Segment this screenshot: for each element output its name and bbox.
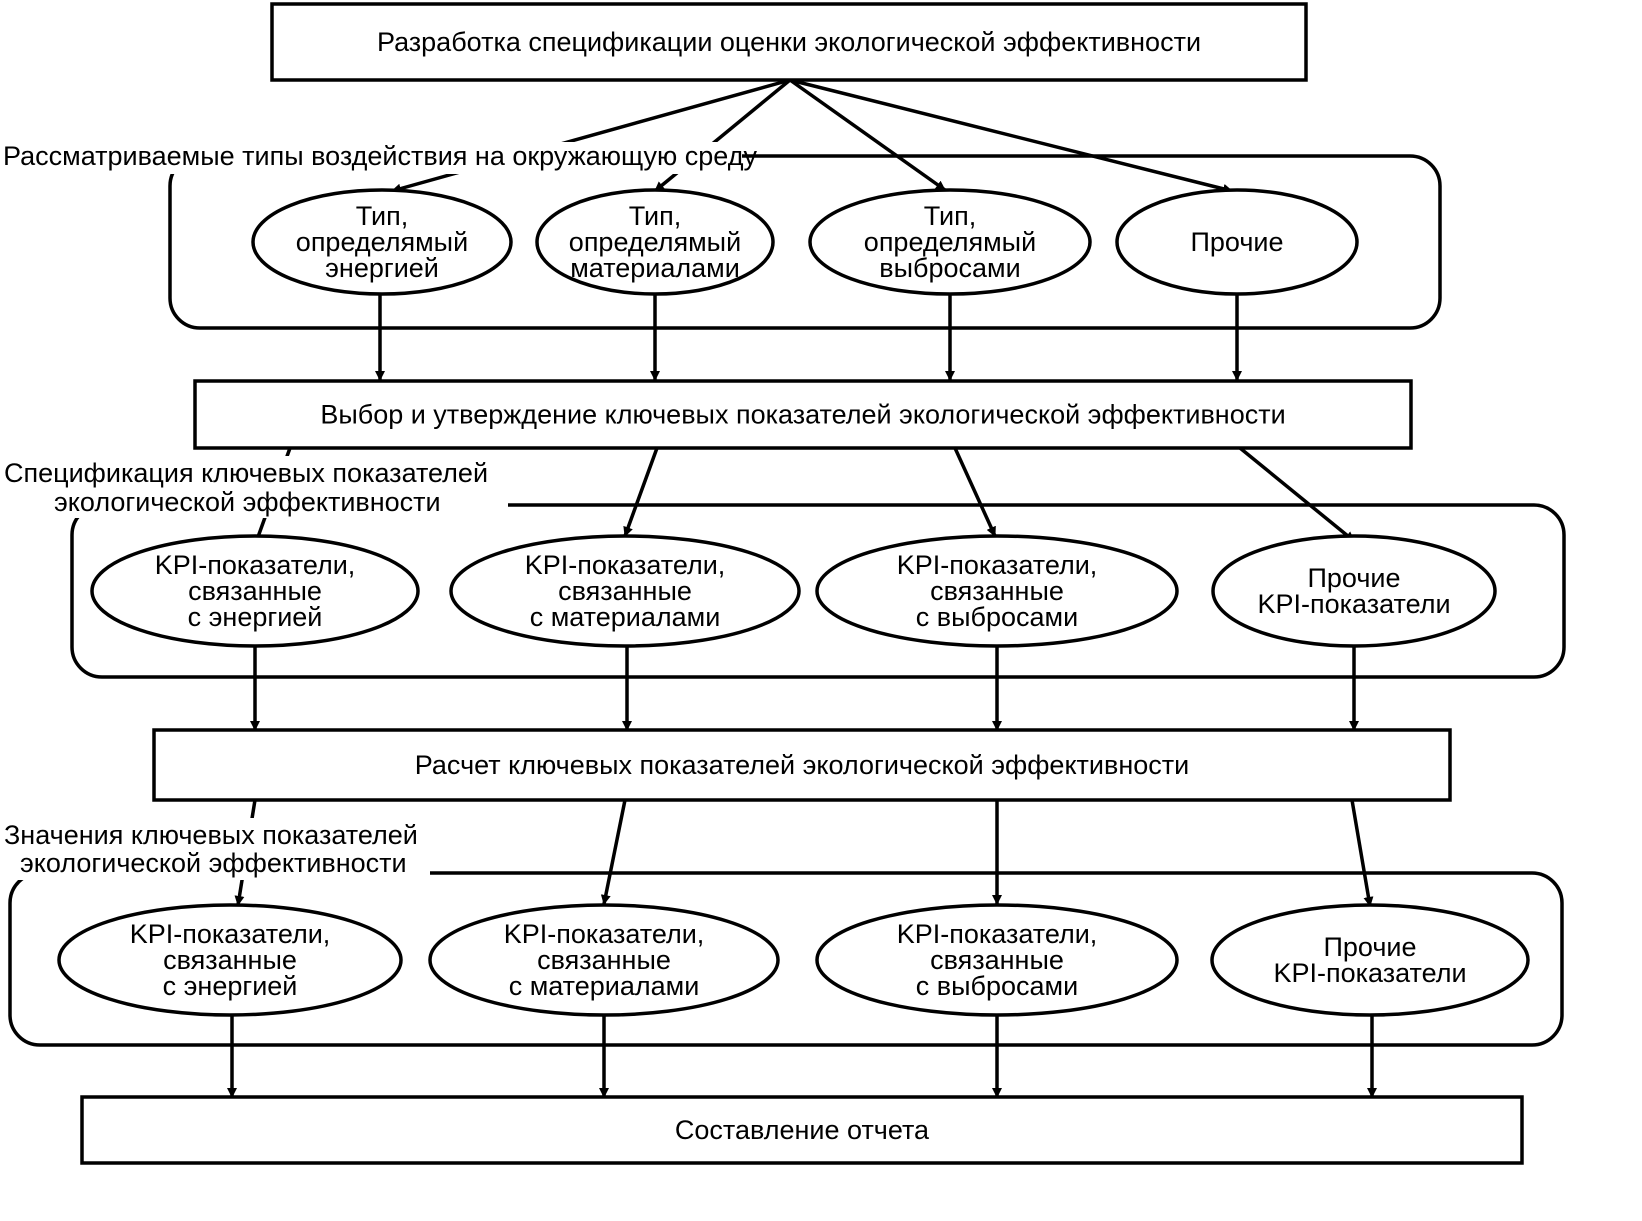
impact-type-ellipse-label: определямый	[864, 227, 1036, 257]
impact-type-ellipse-4	[1115, 188, 1359, 296]
kpi-spec-ellipse-1	[90, 534, 420, 648]
kpi-spec-ellipse-label: KPI-показатели,	[897, 550, 1098, 580]
arrow-spec-to-impact-2	[653, 78, 792, 193]
impact-type-ellipse-3	[808, 188, 1092, 296]
impact-type-ellipse-label: определямый	[296, 227, 468, 257]
kpi-value-ellipse-2	[428, 903, 780, 1017]
kpi-spec-ellipse-label: KPI-показатели,	[525, 550, 726, 580]
kpi-value-ellipse-4	[1210, 903, 1530, 1017]
kpi-spec-ellipse-label: связанные	[558, 576, 692, 606]
group-kpi-specification	[70, 503, 1566, 679]
kpi-value-ellipse-label: KPI-показатели,	[504, 919, 705, 949]
impact-types-label-backdrop	[0, 142, 742, 174]
arrow-selection-to-spec-3	[953, 447, 997, 537]
kpi-value-ellipse-label: Прочие	[1323, 932, 1416, 962]
kpi-spec-ellipse-4	[1211, 534, 1497, 648]
impact-type-ellipse-label: Прочие	[1190, 227, 1283, 257]
arrow-spec-to-impact-3	[788, 78, 947, 192]
kpi-calculation-box	[152, 728, 1452, 802]
kpi-spec-ellipse-label: KPI-показатели	[1257, 589, 1450, 619]
impact-type-ellipse-label: энергией	[325, 253, 439, 283]
arrow-spec-to-impact-1	[391, 78, 791, 194]
arrow-spec-to-impact-4	[789, 78, 1233, 194]
kpi-value-ellipse-label: связанные	[930, 945, 1064, 975]
kpi-spec-ellipse-2	[449, 534, 801, 648]
kpi-spec-label-backdrop	[0, 456, 508, 518]
kpi-spec-ellipse-label: Прочие	[1307, 563, 1400, 593]
arrow-selection-to-spec-4	[1238, 446, 1356, 543]
impact-type-ellipse-2	[535, 188, 775, 296]
kpi-values-group-label: экологической эффективности	[20, 848, 407, 878]
arrow-calculation-to-values-4	[1350, 799, 1374, 907]
kpi-spec-ellipse-label: с энергией	[188, 602, 323, 632]
arrow-calculation-to-values-2	[600, 799, 627, 905]
kpi-value-ellipse-label: KPI-показатели,	[130, 919, 331, 949]
kpi-spec-ellipse-label: с выбросами	[916, 602, 1078, 632]
kpi-spec-group-label: Спецификация ключевых показателей	[4, 458, 488, 488]
impact-type-ellipse-label: Тип,	[356, 201, 409, 231]
impact-type-ellipse-label: выбросами	[879, 253, 1020, 283]
kpi-value-ellipse-3	[815, 903, 1179, 1017]
kpi-value-ellipse-label: KPI-показатели,	[897, 919, 1098, 949]
arrow-selection-to-spec-2	[623, 447, 659, 537]
spec-development-box	[270, 2, 1308, 82]
kpi-calculation-box-label: Расчет ключевых показателей экологическо…	[415, 750, 1189, 780]
impact-type-ellipse-label: Тип,	[924, 201, 977, 231]
kpi-value-ellipse-label: с материалами	[509, 971, 700, 1001]
kpi-value-ellipse-1	[57, 903, 403, 1017]
group-impact-types	[168, 154, 1442, 330]
kpi-spec-ellipse-3	[815, 534, 1179, 648]
spec-development-box-label: Разработка спецификации оценки экологиче…	[377, 27, 1201, 57]
impact-types-group-label: Рассматриваемые типы воздействия на окру…	[3, 141, 757, 171]
report-box	[80, 1095, 1524, 1165]
kpi-spec-group-label: экологической эффективности	[54, 487, 441, 517]
kpi-value-ellipse-label: связанные	[537, 945, 671, 975]
kpi-values-label-backdrop	[0, 818, 430, 880]
kpi-value-ellipse-label: с энергией	[163, 971, 298, 1001]
kpi-spec-ellipse-label: KPI-показатели,	[155, 550, 356, 580]
kpi-selection-box-label: Выбор и утверждение ключевых показателей…	[320, 400, 1285, 430]
group-kpi-values	[8, 871, 1564, 1047]
kpi-values-group-label: Значения ключевых показателей	[4, 820, 418, 850]
kpi-spec-ellipse-label: связанные	[930, 576, 1064, 606]
kpi-value-ellipse-label: KPI-показатели	[1273, 958, 1466, 988]
kpi-spec-ellipse-label: связанные	[188, 576, 322, 606]
kpi-spec-ellipse-label: с материалами	[530, 602, 721, 632]
kpi-value-ellipse-label: связанные	[163, 945, 297, 975]
impact-type-ellipse-label: Тип,	[629, 201, 682, 231]
report-box-label: Составление отчета	[675, 1115, 930, 1145]
impact-type-ellipse-1	[251, 188, 513, 296]
kpi-selection-box	[193, 379, 1413, 450]
impact-type-ellipse-label: определямый	[569, 227, 741, 257]
impact-type-ellipse-label: материалами	[570, 253, 740, 283]
kpi-value-ellipse-label: с выбросами	[916, 971, 1078, 1001]
